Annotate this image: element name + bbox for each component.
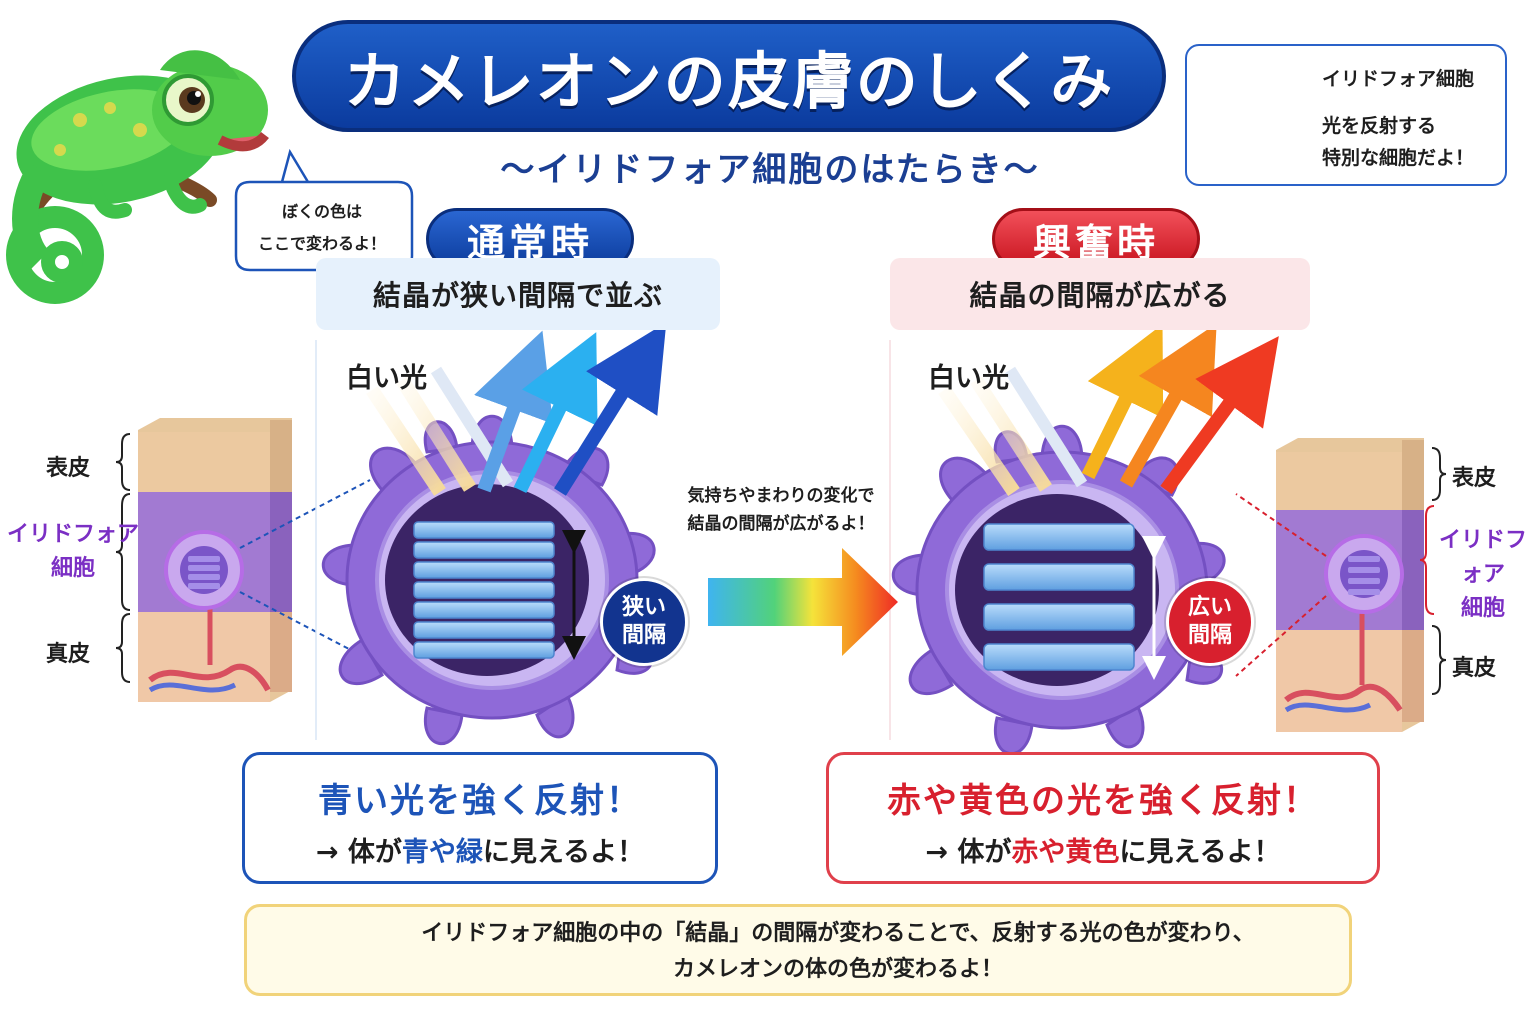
change-note-line2: 結晶の間隔が広がるよ！ <box>687 514 875 534</box>
reflected-warm-rays <box>1081 323 1279 495</box>
result-heading-normal: 青い光を強く反射！ <box>318 781 642 821</box>
bubble-line1: ぼくの色は <box>281 202 362 221</box>
result-prefix: → 体が <box>315 837 402 868</box>
legend-desc-line1: 光を反射する <box>1322 115 1437 137</box>
dermis-label-left: 真皮 <box>46 642 91 667</box>
change-note-line1: 気持ちやまわりの変化で <box>687 486 875 506</box>
badge-line2: 間隔 <box>621 623 666 648</box>
bubble-line2: ここで変わるよ！ <box>257 234 386 253</box>
reflected-blue-rays <box>474 322 667 496</box>
legend-name: イリドフォア細胞 <box>1322 68 1475 90</box>
caption-excited: 結晶の間隔が広がる <box>890 258 1310 330</box>
epidermis-label-right: 表皮 <box>1452 466 1497 491</box>
legend-card <box>1185 44 1507 186</box>
result-card-excited: 赤や黄色の光を強く反射！ → 体が赤や黄色に見えるよ！ <box>826 752 1380 884</box>
iridophore-label-line2: 細胞 <box>1460 596 1505 621</box>
result-suffix: に見えるよ！ <box>482 837 645 868</box>
summary-line1: イリドフォア細胞の中の「結晶」の間隔が変わることで、反射する光の色が変わり、 <box>421 921 1255 946</box>
legend-desc-line2: 特別な細胞だよ！ <box>1322 147 1475 169</box>
page-subtitle: 〜イリドフォア細胞のはたらき〜 <box>500 150 1040 190</box>
result-heading-excited: 赤や黄色の光を強く反射！ <box>887 781 1319 821</box>
summary-text: イリドフォア細胞の中の「結晶」の間隔が変わることで、反射する光の色が変わり、 カ… <box>348 916 1328 988</box>
chameleon-illustration <box>6 50 269 304</box>
dermis-label-right: 真皮 <box>1452 656 1497 681</box>
skin-block-left <box>138 418 292 702</box>
iridophore-cell-excited <box>891 424 1226 755</box>
layer-brackets-right <box>1431 447 1447 695</box>
change-arrow <box>708 548 898 656</box>
badge-line1: 広い <box>1187 595 1232 620</box>
iridophore-bracket-right <box>1419 505 1435 615</box>
caption-normal: 結晶が狭い間隔で並ぶ <box>316 258 720 330</box>
iridophore-label-line2: 細胞 <box>50 556 95 581</box>
white-light-rays-excited <box>938 366 1088 496</box>
change-note: 気持ちやまわりの変化で 結晶の間隔が広がるよ！ <box>668 482 894 538</box>
result-card-normal: 青い光を強く反射！ → 体が青や緑に見えるよ！ <box>242 752 718 884</box>
badge-line1: 狭い <box>621 595 666 620</box>
legend-description: 光を反射する 特別な細胞だよ！ <box>1322 110 1502 174</box>
zoom-lines-right <box>1235 493 1327 677</box>
zoom-lines-left <box>239 479 371 661</box>
epidermis-label-left: 表皮 <box>46 456 91 481</box>
summary-box <box>244 904 1352 996</box>
result-line-excited: → 体が赤や黄色に見えるよ！ <box>829 830 1377 869</box>
iridophore-label-line1: イリドフォア <box>1438 528 1527 587</box>
result-suffix: に見えるよ！ <box>1119 837 1281 868</box>
badge-line2: 間隔 <box>1187 623 1232 648</box>
summary-line2: カメレオンの体の色が変わるよ！ <box>672 957 1003 982</box>
wide-gap-badge: 広い 間隔 <box>1166 578 1254 666</box>
white-light-label-normal: 白い光 <box>346 363 427 394</box>
iridophore-label-line1: イリドフォア <box>6 522 139 547</box>
iridophore-label-left: イリドフォア 細胞 <box>6 518 140 586</box>
narrow-gap-badge: 狭い 間隔 <box>600 578 688 666</box>
speech-bubble-text: ぼくの色は ここで変わるよ！ <box>244 196 400 260</box>
white-light-label-excited: 白い光 <box>928 363 1009 394</box>
layer-brackets-left <box>115 433 131 683</box>
result-highlight-red: 赤や黄色 <box>1011 837 1120 868</box>
result-highlight-blue: 青や緑 <box>401 837 483 868</box>
result-prefix: → 体が <box>925 837 1012 868</box>
iridophore-label-right: イリドフォア 細胞 <box>1430 524 1536 626</box>
result-line-normal: → 体が青や緑に見えるよ！ <box>245 830 715 869</box>
skin-block-right <box>1276 438 1424 732</box>
title-banner: カメレオンの皮膚のしくみ <box>292 20 1166 132</box>
page-title: カメレオンの皮膚のしくみ <box>343 45 1115 118</box>
